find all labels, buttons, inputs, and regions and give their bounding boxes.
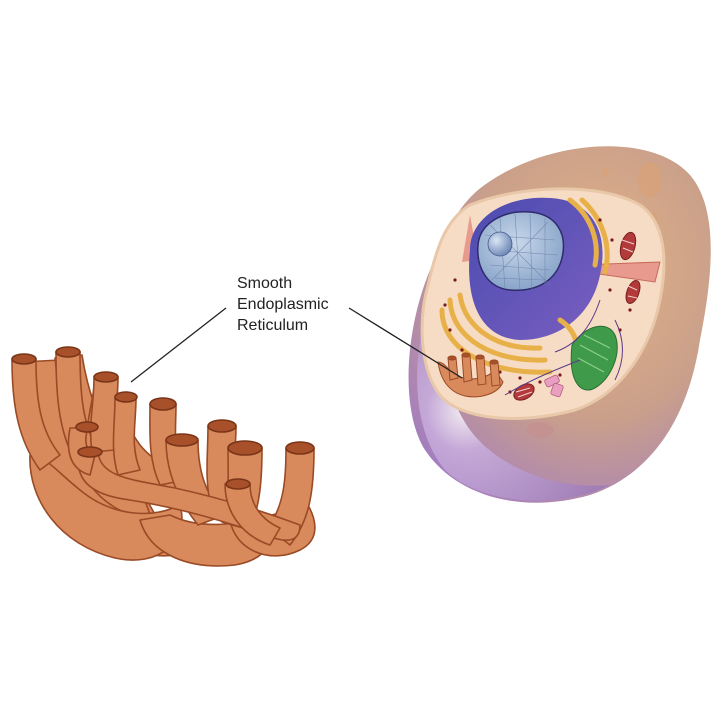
golgi-apparatus [439, 197, 610, 375]
leader-line-left [130, 307, 227, 383]
mitochondria [513, 231, 641, 401]
nucleolus [487, 231, 513, 257]
cell-volume [417, 300, 610, 501]
label-line-1: Smooth [237, 275, 293, 292]
tubule-openings [11, 346, 315, 490]
label-line-3: Reticulum [237, 317, 309, 334]
green-organelle [570, 325, 618, 391]
nucleoplasm [477, 211, 565, 291]
centrioles [544, 374, 564, 398]
smooth-er-in-cell [437, 352, 504, 398]
cell-illustration [408, 146, 711, 503]
leader-line-right [348, 307, 463, 379]
smooth-er-label: Smooth Endoplasmic Reticulum [237, 273, 329, 336]
cytoskeleton [504, 299, 623, 396]
label-line-2: Endoplasmic [237, 296, 329, 313]
smooth-er-illustration [11, 346, 316, 567]
